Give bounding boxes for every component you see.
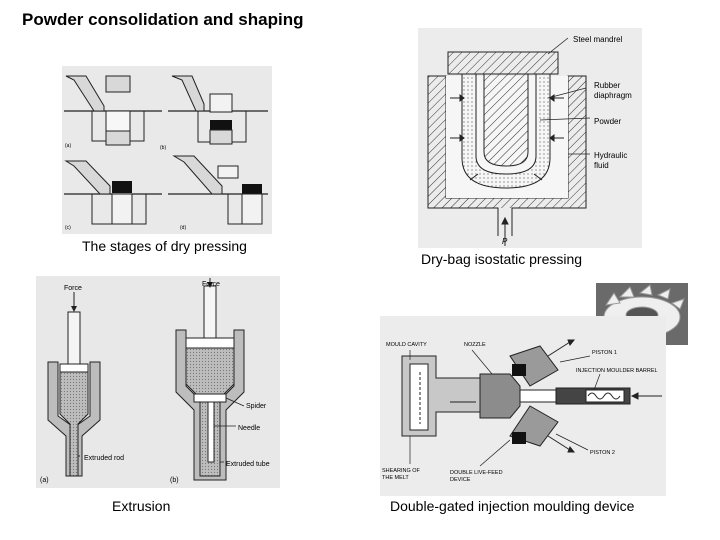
isostatic-caption: Dry-bag isostatic pressing (421, 251, 583, 267)
label-force-a: Force (64, 285, 82, 292)
label-hydraulic: Hydraulic (594, 151, 627, 160)
label-piston-1: PISTON 1 (592, 350, 617, 356)
label-needle: Needle (238, 425, 260, 432)
label-part-a: (a) (40, 477, 49, 484)
label-steel-mandrel: Steel mandrel (573, 35, 623, 44)
stage-c-label: (c) (65, 225, 71, 231)
stage-d-label: (d) (180, 225, 186, 231)
extrusion-figure: Force Extruded rod (a) Force Spider Need… (36, 276, 280, 488)
slide-title: Powder consolidation and shaping (22, 10, 304, 29)
label-pressure: P (502, 237, 508, 246)
injection-caption: Double-gated injection moulding device (390, 498, 635, 514)
label-device-1: DOUBLE LIVE-FEED (450, 470, 503, 476)
label-spider: Spider (246, 403, 267, 410)
dry-pressing-diagram: (a) (b) (c) (62, 66, 272, 234)
extrusion-diagram: Force Extruded rod (a) Force Spider Need… (36, 276, 280, 488)
label-extruded-rod: Extruded rod (84, 455, 124, 462)
stage-b: (b) (160, 75, 268, 151)
label-extruded-tube: Extruded tube (226, 461, 270, 468)
stage-a: (a) (64, 75, 162, 149)
isostatic-figure: Steel mandrel Rubber diaphragm Powder Hy… (418, 28, 642, 248)
label-part-b: (b) (170, 477, 179, 484)
label-nozzle: NOZZLE (464, 342, 486, 348)
stage-d: (d) (168, 155, 268, 231)
label-diaphragm: diaphragm (594, 91, 632, 100)
isostatic-diagram: Steel mandrel Rubber diaphragm Powder Hy… (418, 28, 642, 248)
dry-pressing-caption: The stages of dry pressing (82, 238, 247, 254)
extrusion-caption: Extrusion (112, 498, 171, 514)
label-device-2: DEVICE (450, 477, 471, 483)
label-shearing-1: SHEARING OF (382, 468, 421, 474)
injection-figure: MOULD CAVITY NOZZLE PISTON 1 INJECTION M… (380, 316, 666, 496)
dry-pressing-figure: (a) (b) (c) (62, 66, 272, 234)
label-barrel: INJECTION MOULDER BARREL (576, 368, 658, 374)
injection-diagram: MOULD CAVITY NOZZLE PISTON 1 INJECTION M… (380, 316, 666, 496)
extrusion-b: Force Spider Needle Extruded tube (b) (170, 278, 270, 484)
label-force-b: Force (202, 281, 220, 288)
label-piston-2: PISTON 2 (590, 450, 615, 456)
label-rubber: Rubber (594, 81, 621, 90)
stage-a-label: (a) (65, 143, 71, 149)
stage-b-label: (b) (160, 145, 166, 151)
label-shearing-2: THE MELT (382, 475, 409, 481)
extrusion-a: Force Extruded rod (a) (40, 285, 124, 484)
label-mould-cavity: MOULD CAVITY (386, 342, 427, 348)
label-fluid: fluid (594, 161, 609, 170)
label-powder: Powder (594, 117, 621, 126)
stage-c: (c) (64, 160, 162, 231)
